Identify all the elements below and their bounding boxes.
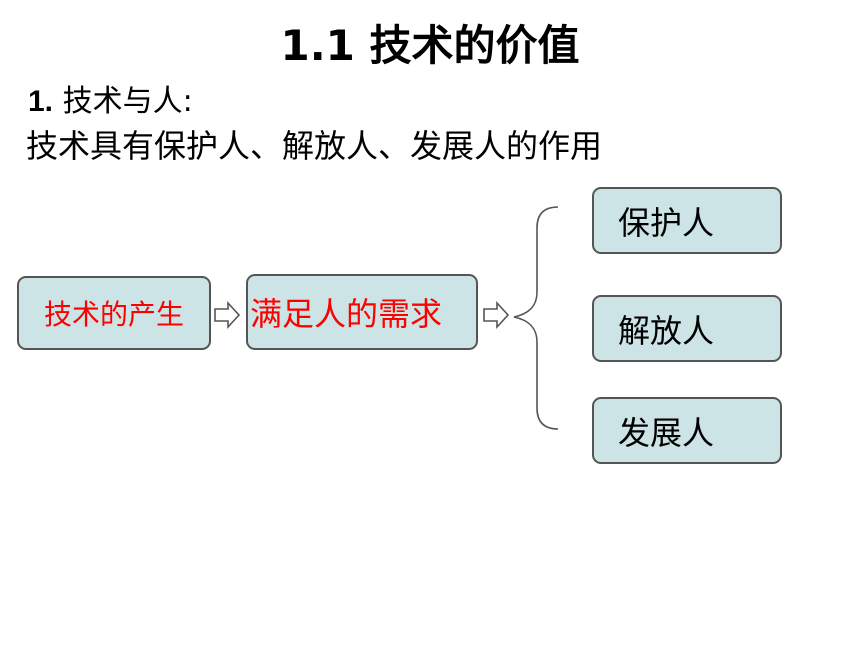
slide-title: 1.1 技术的价值 [280, 21, 580, 70]
liberate-people-box: 解放人 [592, 295, 782, 362]
technology-origin-box: 技术的产生 [17, 276, 211, 350]
human-needs-label: 满足人的需求 [250, 295, 443, 333]
section-heading: 1. 技术与人: [28, 82, 193, 122]
left-brace [513, 206, 559, 430]
human-needs-box: 满足人的需求 [246, 274, 478, 350]
section-label: 技术与人: [53, 84, 193, 119]
develop-people-box: 发展人 [592, 397, 782, 464]
develop-people-label: 发展人 [618, 413, 715, 452]
protect-people-label: 保护人 [618, 203, 715, 242]
arrow-origin-to-needs [214, 300, 241, 330]
liberate-people-label: 解放人 [618, 311, 715, 350]
technology-origin-label: 技术的产生 [43, 298, 184, 331]
arrow-needs-to-brace [483, 300, 510, 330]
section-number: 1. [28, 85, 54, 118]
protect-people-box: 保护人 [592, 187, 782, 254]
value-statement: 技术具有保护人、解放人、发展人的作用 [26, 127, 603, 165]
